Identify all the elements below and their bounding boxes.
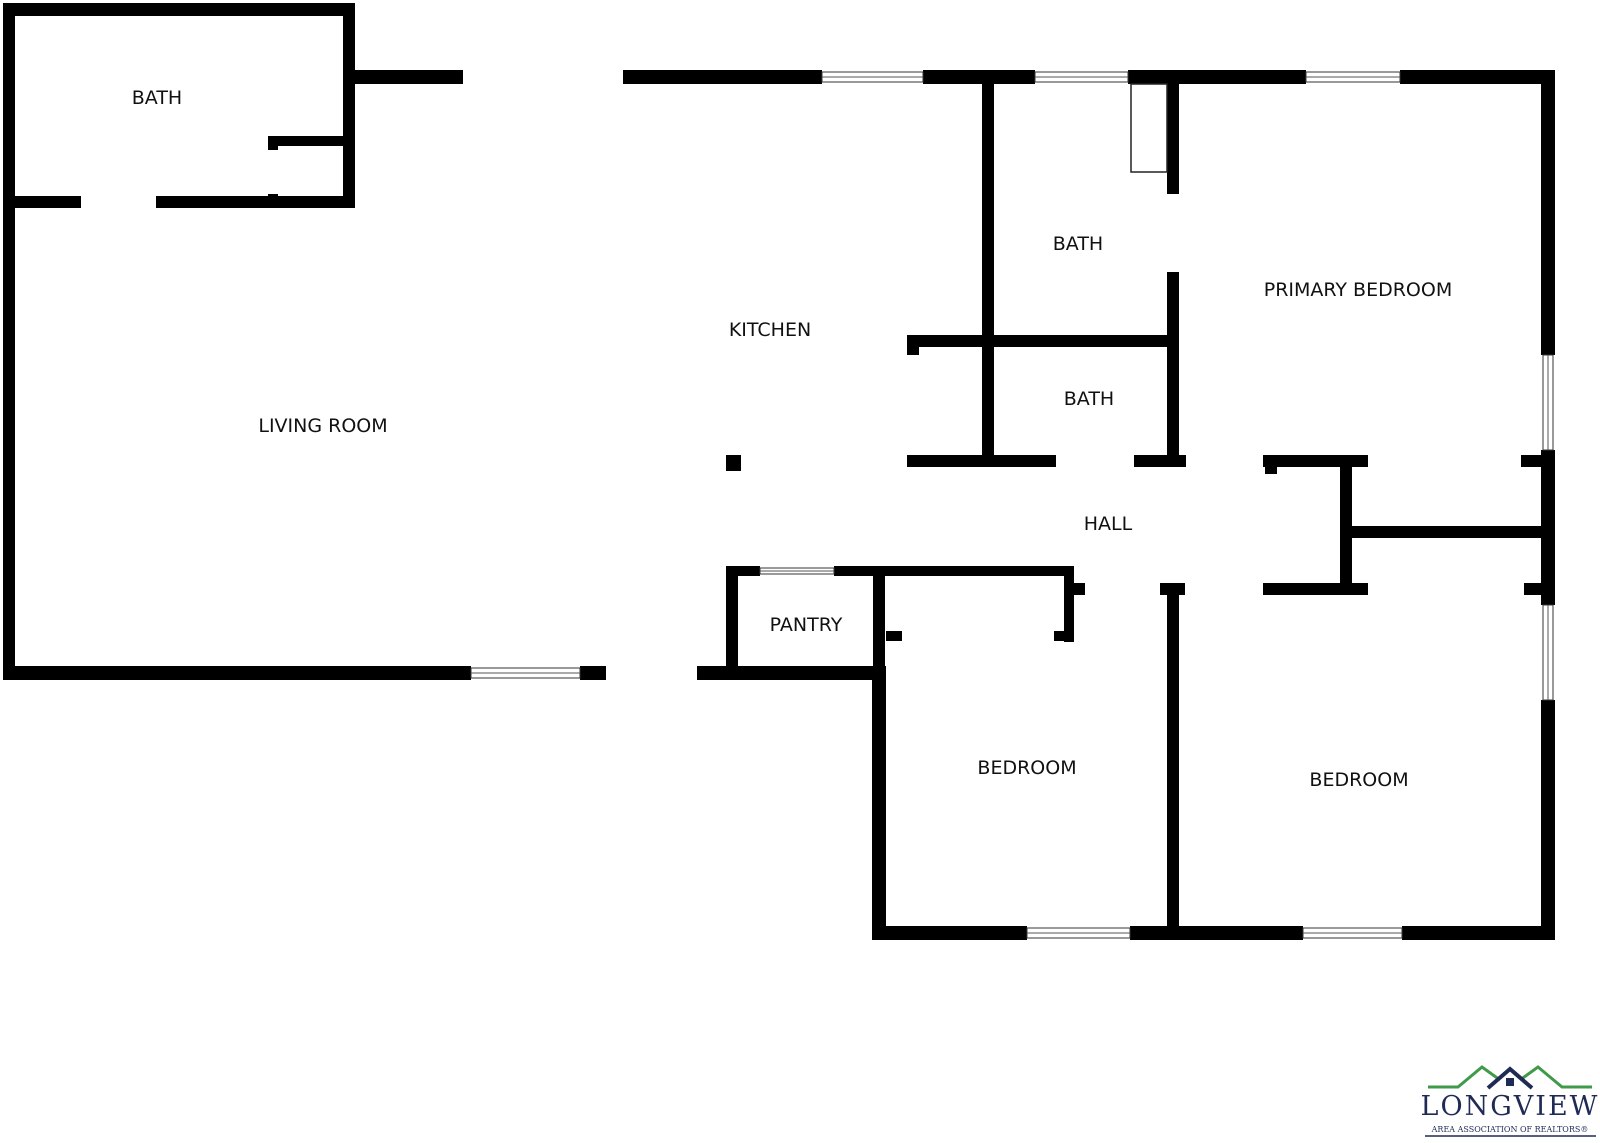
wall xyxy=(1263,455,1368,467)
wall xyxy=(907,455,1056,467)
wall xyxy=(697,666,886,680)
wall xyxy=(886,631,902,641)
logo-roof-right-icon xyxy=(1519,1065,1592,1089)
wall xyxy=(343,3,355,86)
logo-subtitle: AREA ASSOCIATION OF REALTORS® xyxy=(1431,1125,1589,1134)
wall xyxy=(1524,583,1555,595)
room-label-pantry: PANTRY xyxy=(770,614,843,636)
wall xyxy=(3,3,15,671)
wall xyxy=(15,196,81,208)
windows xyxy=(470,71,1554,939)
wall xyxy=(923,70,1035,84)
wall xyxy=(343,70,463,84)
logo-window-icon xyxy=(1506,1078,1514,1086)
wall xyxy=(1541,70,1555,355)
wall xyxy=(907,335,919,355)
wall xyxy=(872,668,886,940)
wall xyxy=(1134,455,1186,467)
wall xyxy=(1346,526,1555,538)
room-label-primary-bedroom: PRIMARY BEDROOM xyxy=(1264,279,1452,301)
wall xyxy=(1054,631,1074,641)
wall xyxy=(580,666,606,680)
wall xyxy=(1402,926,1555,940)
wall xyxy=(1128,70,1306,84)
wall xyxy=(726,566,760,576)
wall xyxy=(156,196,355,208)
wall xyxy=(1167,590,1179,940)
walls xyxy=(3,3,1555,940)
logo-roof-left-icon xyxy=(1428,1065,1501,1089)
wall xyxy=(268,194,278,206)
wall xyxy=(1167,84,1179,194)
column xyxy=(726,455,741,471)
wall xyxy=(1130,926,1303,940)
wall xyxy=(907,335,1172,347)
wall xyxy=(1064,566,1074,642)
wall xyxy=(726,566,738,679)
wall xyxy=(1167,272,1179,464)
room-label-hall: HALL xyxy=(1084,513,1133,535)
room-label-bath-lower: BATH xyxy=(1064,388,1114,410)
wall xyxy=(1541,700,1555,940)
wall xyxy=(873,566,885,679)
room-label-bath-upper: BATH xyxy=(1053,233,1103,255)
logo-name: LONGVIEW xyxy=(1421,1091,1600,1122)
logo-roof-center-icon xyxy=(1486,1066,1534,1090)
wall xyxy=(1521,455,1555,467)
wall xyxy=(268,136,355,146)
room-label-bath-upper-left: BATH xyxy=(132,87,182,109)
wall xyxy=(623,70,822,84)
bath-closet-outline xyxy=(1130,83,1168,173)
wall xyxy=(3,3,355,16)
room-label-kitchen: KITCHEN xyxy=(729,319,811,341)
wall xyxy=(982,84,994,464)
room-label-bedroom-right: BEDROOM xyxy=(1309,769,1408,791)
wall xyxy=(872,926,1027,940)
wall xyxy=(1073,583,1085,595)
logo: LONGVIEW AREA ASSOCIATION OF REALTORS® xyxy=(1421,1065,1600,1137)
room-label-bedroom-left: BEDROOM xyxy=(977,757,1076,779)
wall xyxy=(834,566,1074,576)
wall xyxy=(268,136,278,150)
room-label-living-room: LIVING ROOM xyxy=(258,415,387,437)
wall xyxy=(3,666,471,680)
wall xyxy=(1263,583,1368,595)
wall xyxy=(1400,70,1555,84)
wall xyxy=(1265,462,1277,474)
wall xyxy=(1265,583,1277,595)
